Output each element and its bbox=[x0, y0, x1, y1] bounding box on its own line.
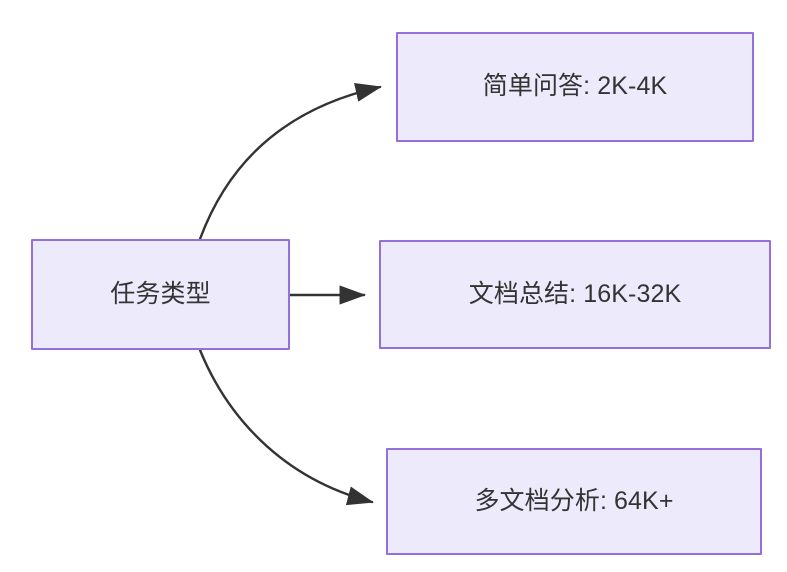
node-simple-qa[interactable]: 简单问答: 2K-4K bbox=[396, 32, 754, 142]
node-multi-doc-analysis-label: 多文档分析: 64K+ bbox=[474, 486, 674, 515]
node-simple-qa-label: 简单问答: 2K-4K bbox=[482, 72, 668, 101]
edge-to-multi-doc-analysis bbox=[198, 348, 374, 506]
node-doc-summary[interactable]: 文档总结: 16K-32K bbox=[379, 240, 771, 349]
node-doc-summary-label: 文档总结: 16K-32K bbox=[468, 279, 682, 308]
node-task-type-label: 任务类型 bbox=[110, 279, 211, 308]
edge-to-simple-qa bbox=[198, 82, 382, 241]
node-task-type[interactable]: 任务类型 bbox=[31, 239, 290, 350]
node-multi-doc-analysis[interactable]: 多文档分析: 64K+ bbox=[386, 448, 762, 555]
